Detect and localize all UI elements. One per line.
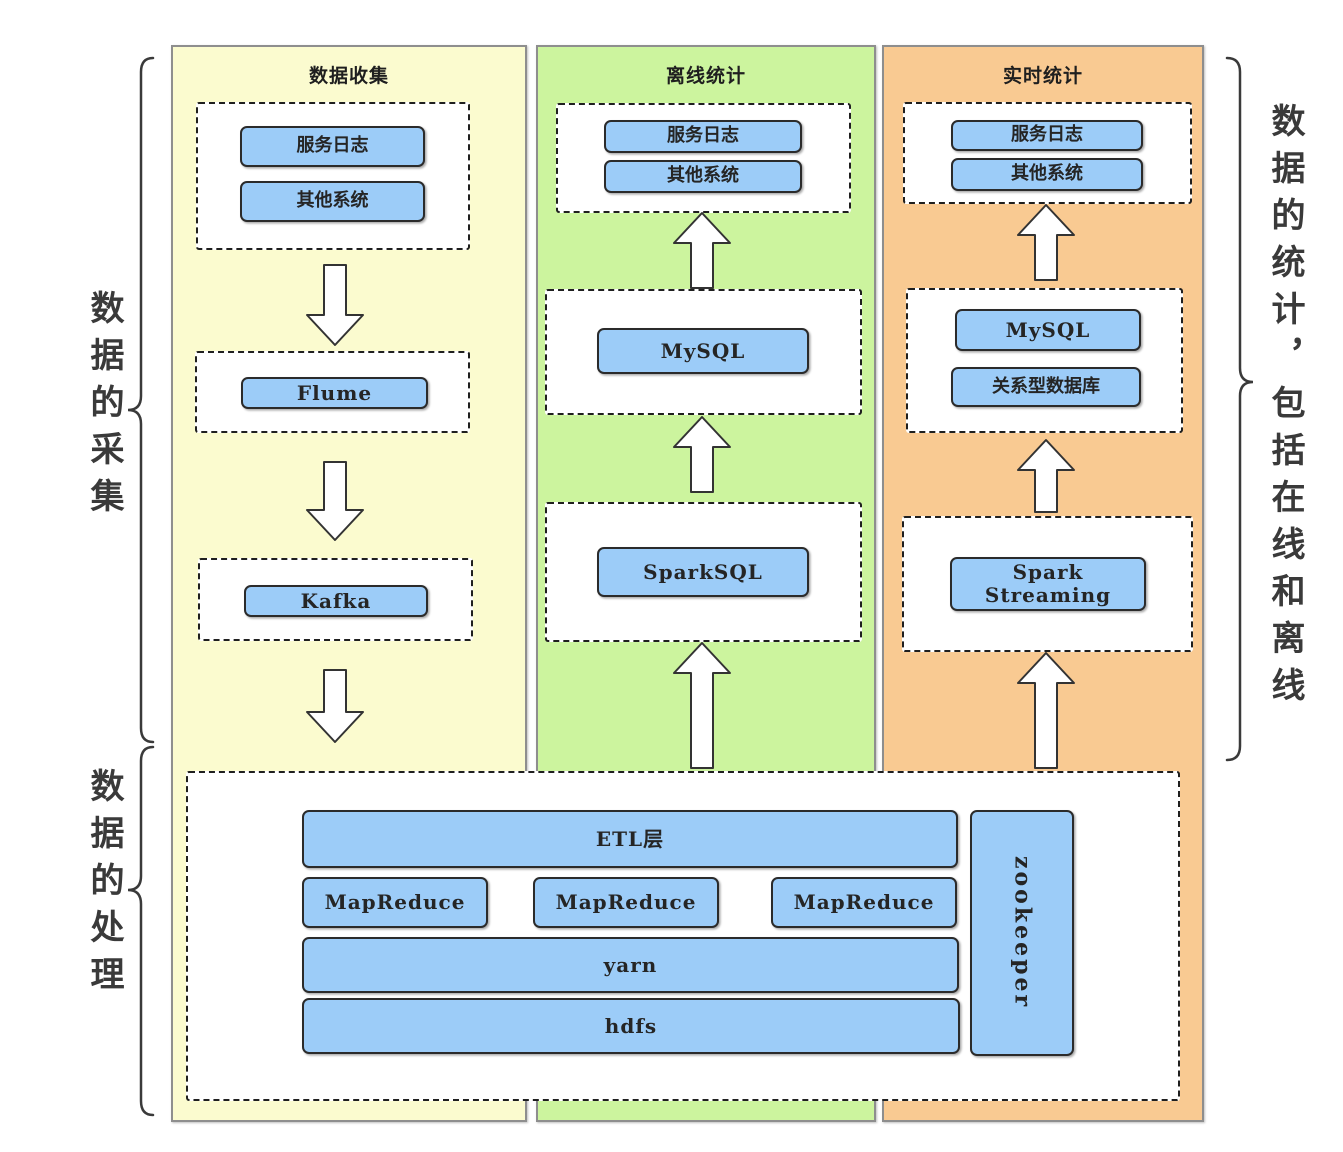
node-service-log-2: 服务日志 bbox=[604, 120, 802, 153]
group-log-sources-1 bbox=[196, 102, 470, 250]
column-title: 数据收集 bbox=[308, 65, 389, 87]
node-mysql-offline: MySQL bbox=[597, 328, 809, 374]
brace-left-collection bbox=[127, 56, 155, 744]
node-flume: Flume bbox=[241, 377, 428, 409]
node-service-log-3: 服务日志 bbox=[951, 120, 1143, 151]
node-etl-layer: ETL层 bbox=[302, 810, 958, 868]
node-mapreduce-1: MapReduce bbox=[302, 877, 488, 928]
node-yarn: yarn bbox=[302, 937, 959, 993]
node-mysql-realtime: MySQL bbox=[955, 309, 1141, 351]
node-other-system-1: 其他系统 bbox=[240, 181, 425, 222]
node-service-log-1: 服务日志 bbox=[240, 126, 425, 167]
node-mapreduce-3: MapReduce bbox=[771, 877, 957, 928]
node-hdfs: hdfs bbox=[302, 998, 960, 1054]
brace-right-statistics bbox=[1225, 56, 1254, 762]
label-data-statistics: 数据的统计，包括在线和离线 bbox=[1265, 103, 1305, 714]
node-other-system-2: 其他系统 bbox=[604, 160, 802, 193]
node-spark-streaming: Spark Streaming bbox=[950, 557, 1146, 611]
label-data-collection: 数据的采集 bbox=[84, 290, 124, 525]
column-title: 实时统计 bbox=[1002, 65, 1083, 87]
label-data-processing: 数据的处理 bbox=[84, 768, 124, 1003]
node-mapreduce-2: MapReduce bbox=[533, 877, 719, 928]
column-title: 离线统计 bbox=[665, 65, 746, 87]
node-sparksql: SparkSQL bbox=[597, 547, 809, 597]
node-relational-db: 关系型数据库 bbox=[951, 367, 1141, 407]
node-kafka: Kafka bbox=[244, 585, 428, 617]
node-zookeeper: zookeeper bbox=[970, 810, 1074, 1056]
node-other-system-3: 其他系统 bbox=[951, 158, 1143, 191]
brace-left-processing bbox=[127, 745, 155, 1117]
